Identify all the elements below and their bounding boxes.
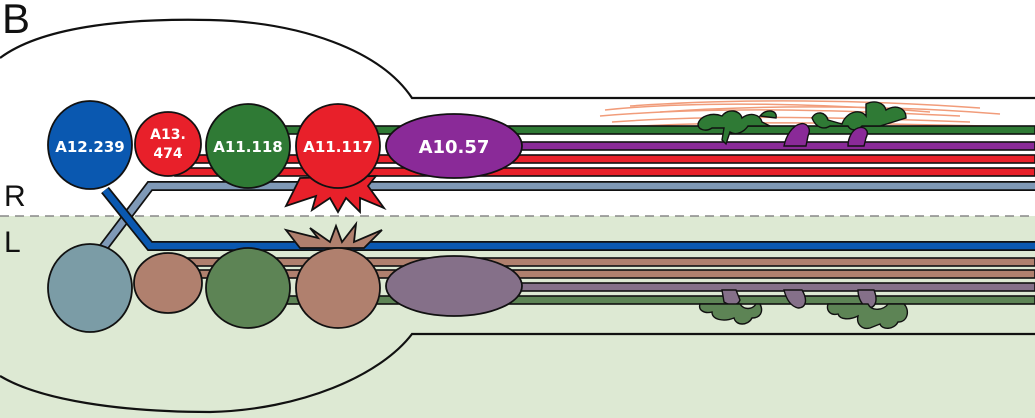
cell-a13-474-right bbox=[134, 111, 202, 177]
left-cells bbox=[47, 220, 523, 333]
green-arbor-left bbox=[698, 303, 909, 330]
label-a10-57: A10.57 bbox=[419, 137, 490, 158]
label-a12-239: A12.239 bbox=[55, 138, 125, 156]
label-a11-117: A11.117 bbox=[303, 138, 373, 156]
cell-a11-117-right bbox=[295, 103, 381, 189]
label-a13-474-line2: 474 bbox=[153, 146, 182, 162]
brain-outline-left bbox=[0, 332, 1035, 414]
tract-purple-right bbox=[459, 141, 1035, 151]
side-label-right: R bbox=[4, 180, 26, 213]
fiber-texture bbox=[599, 100, 1001, 127]
cell-a12-239-left bbox=[47, 243, 133, 333]
tract-purple-left bbox=[459, 282, 1035, 292]
purple-arbor-right bbox=[783, 122, 868, 147]
cell-a11-117-left bbox=[295, 247, 381, 329]
terminal-arbors-left bbox=[698, 289, 909, 330]
panel-letter: B bbox=[2, 0, 30, 42]
cell-labels: A12.239 A13. 474 A11.118 A11.117 A10.57 bbox=[55, 127, 489, 162]
label-a13-474-line1: A13. bbox=[150, 127, 186, 143]
label-a11-118: A11.118 bbox=[213, 138, 283, 156]
brain-outline-right bbox=[0, 18, 1035, 100]
cell-a11-117-dendrites-left bbox=[283, 220, 383, 249]
green-arbor-right bbox=[697, 101, 907, 146]
cell-a10-57-left bbox=[385, 255, 523, 317]
cell-a10-57-right bbox=[385, 113, 523, 179]
side-label-left: L bbox=[4, 226, 21, 259]
terminal-arbors-right bbox=[697, 101, 907, 147]
cell-a12-239-right bbox=[47, 100, 133, 190]
right-cells bbox=[47, 100, 523, 215]
cell-a11-118-left bbox=[205, 247, 291, 329]
cell-a11-117-dendrites-right bbox=[284, 175, 387, 215]
cell-a11-118-right bbox=[205, 103, 291, 189]
cell-a13-474-left bbox=[133, 252, 203, 314]
